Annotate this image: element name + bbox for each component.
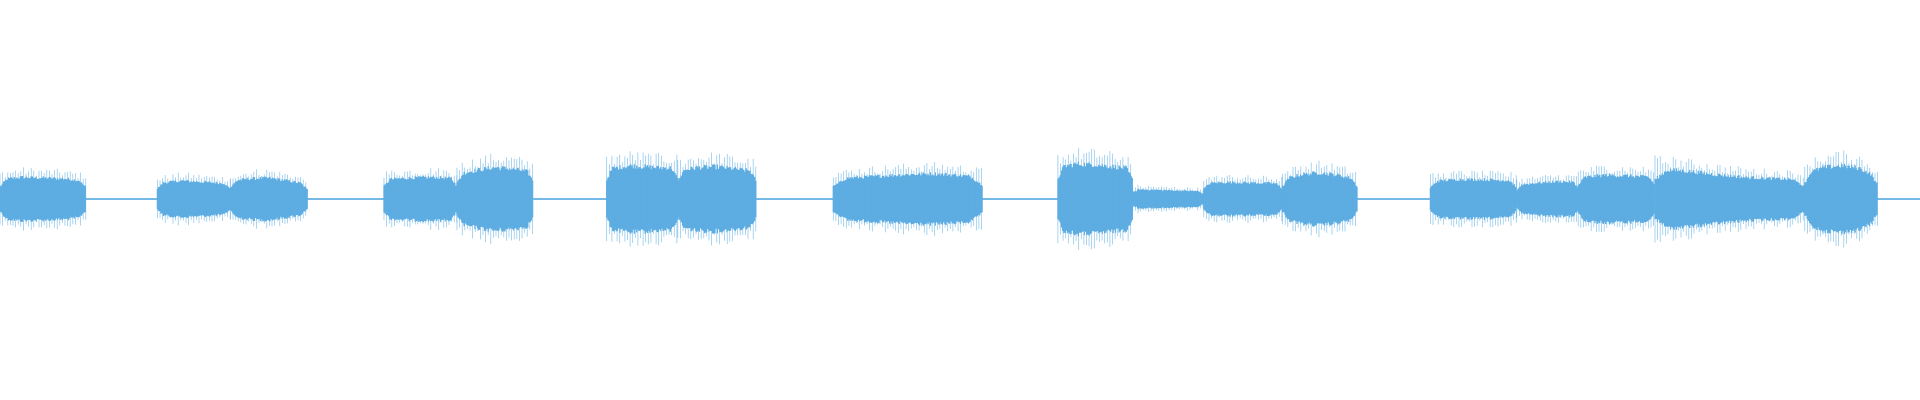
waveform-segments	[0, 148, 1878, 250]
waveform-segment-peaks	[677, 152, 757, 246]
waveform-segment-body	[456, 166, 534, 232]
waveform-segment-body	[1057, 161, 1133, 237]
waveform-segment-body	[383, 175, 457, 223]
waveform-segment-peaks	[1132, 184, 1204, 214]
waveform-segment-peaks	[383, 168, 458, 230]
waveform-segment-peaks	[832, 162, 982, 236]
waveform-segment	[456, 153, 534, 245]
waveform-segment-body	[156, 179, 231, 219]
waveform-segment-peaks	[1577, 165, 1654, 233]
waveform-segment-peaks	[230, 169, 307, 229]
waveform-segment	[1654, 155, 1805, 243]
waveform-segment	[156, 172, 231, 226]
waveform-segment-peaks	[1654, 155, 1804, 243]
waveform-segment	[832, 162, 983, 236]
waveform-segment-peaks	[456, 153, 533, 245]
waveform-segment	[606, 151, 679, 247]
waveform-segment	[1577, 165, 1655, 233]
waveform-segment-body	[832, 172, 983, 226]
waveform-segment-peaks	[1430, 170, 1517, 228]
waveform-segment-peaks	[1203, 175, 1283, 223]
waveform-segment-peaks	[1516, 175, 1577, 223]
waveform-segment	[0, 167, 87, 231]
waveform-segment-peaks	[606, 151, 678, 247]
waveform-segment	[1429, 170, 1517, 228]
waveform-segment	[1203, 175, 1283, 223]
waveform-segment-peaks	[0, 167, 87, 231]
waveform-segment	[1516, 175, 1579, 223]
waveform-segment-peaks	[1057, 148, 1132, 250]
waveform-segment	[1804, 150, 1878, 248]
waveform-segment-peaks	[1804, 150, 1878, 248]
waveform-segment	[229, 169, 308, 229]
waveform-segment	[1281, 160, 1358, 238]
waveform-segment	[383, 168, 458, 230]
waveform-segment-peaks	[1282, 160, 1356, 238]
waveform-segment	[1132, 184, 1205, 214]
waveform-segment-peaks	[157, 172, 231, 226]
waveform-segment-body	[1577, 173, 1655, 225]
waveform-segment-body	[1281, 171, 1358, 227]
waveform-segment	[1057, 148, 1133, 250]
waveform-segment-body	[1804, 163, 1878, 235]
waveform-segment-body	[1654, 168, 1805, 230]
waveform-segment	[677, 152, 757, 246]
